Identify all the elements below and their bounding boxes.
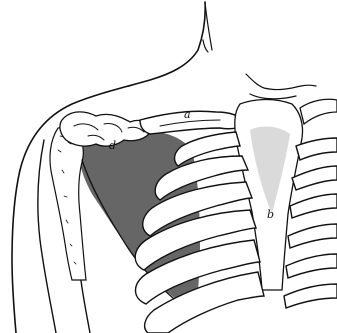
rib-6-right (286, 254, 337, 278)
rib-3-right (292, 166, 337, 190)
sternal-notch (246, 74, 316, 99)
humerus (50, 126, 86, 280)
label-a: a (184, 108, 191, 121)
rib-4-right (290, 194, 337, 218)
rib-2-right (296, 138, 337, 160)
first-rib-right (300, 99, 337, 124)
rib-5-right (288, 224, 337, 248)
clavicle (140, 111, 246, 134)
rib-7-right (284, 284, 337, 308)
label-d: d (109, 139, 116, 152)
label-b: b (267, 208, 274, 221)
